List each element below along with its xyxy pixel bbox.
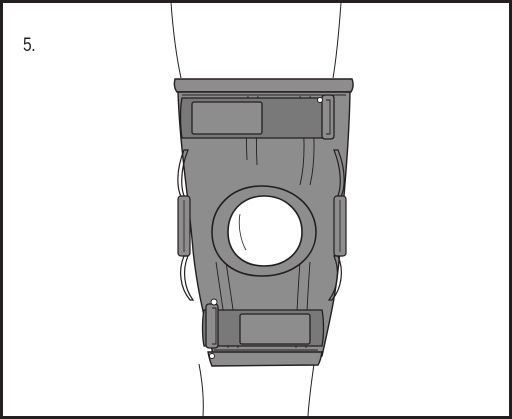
upper-strap-velcro	[191, 101, 263, 135]
kneecap-hole	[227, 195, 303, 267]
bottom-cuff	[207, 351, 323, 367]
leg-outline	[170, 2, 342, 417]
step-number: 5.	[23, 35, 36, 56]
right-hinge	[327, 149, 347, 301]
lower-strap	[201, 303, 325, 349]
patella-opening	[211, 185, 317, 277]
lower-strap-velcro	[239, 313, 311, 345]
rivets	[209, 97, 323, 359]
left-hinge	[177, 149, 195, 301]
upper-strap-buckle	[321, 94, 335, 140]
upper-strap	[179, 94, 335, 140]
top-cuff	[173, 78, 354, 93]
